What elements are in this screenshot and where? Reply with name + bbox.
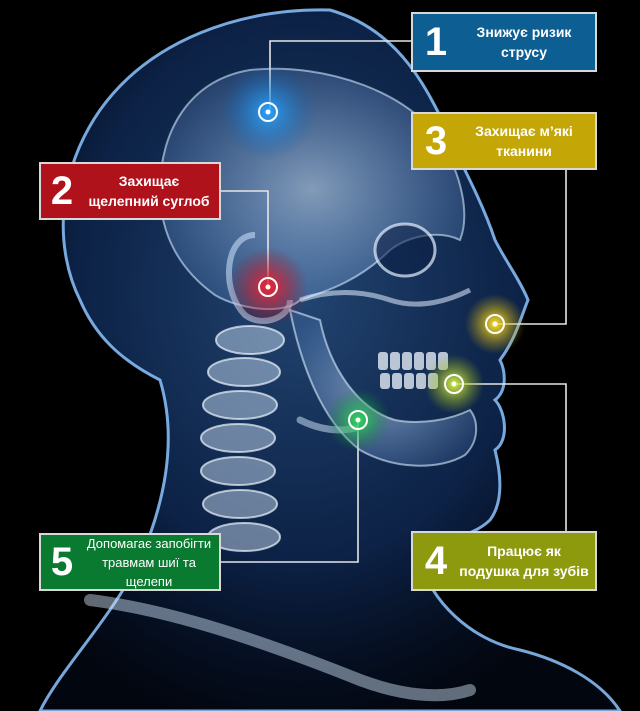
jaw-joint-marker[interactable] [228, 247, 308, 327]
soft-tissue-marker[interactable] [465, 294, 525, 354]
label-number: 1 [424, 20, 448, 64]
cheekbone [299, 287, 472, 307]
cervical-spine [200, 325, 285, 552]
label-number: 4 [424, 539, 448, 583]
neck-marker[interactable] [326, 388, 390, 452]
teeth-marker[interactable] [424, 354, 484, 414]
collarbone [84, 594, 476, 702]
brain-marker[interactable] [220, 64, 316, 160]
eye-socket [373, 222, 437, 278]
label-number: 2 [50, 169, 74, 213]
label-number: 3 [424, 119, 448, 163]
label-number: 5 [50, 540, 74, 584]
